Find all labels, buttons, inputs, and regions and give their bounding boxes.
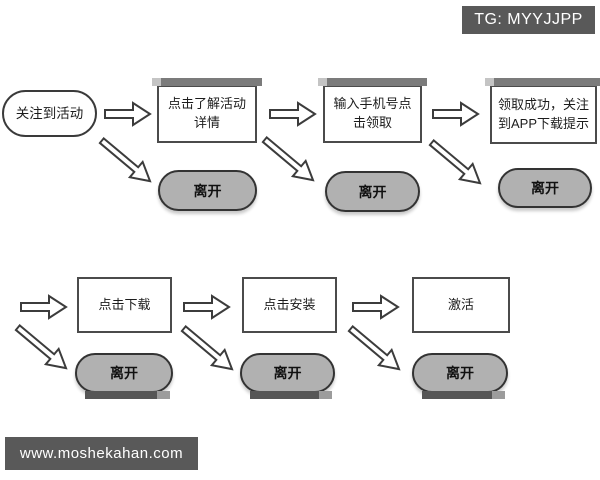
flow-node-label: 领取成功，关注到APP下载提示 <box>497 96 589 131</box>
flow-node-leave: 离开 <box>75 353 173 399</box>
arrow-right-icon <box>352 294 400 320</box>
flow-node-label: 离开 <box>110 365 138 381</box>
pill-shadow-bar <box>85 391 170 399</box>
flow-node-label: 输入手机号点击领取 <box>333 96 412 130</box>
arrow-diagonal-icon <box>9 317 76 379</box>
flow-node-label: 离开 <box>273 365 302 381</box>
flow-node-step5: 点击安装 <box>242 277 337 333</box>
arrow-right-icon <box>20 294 68 320</box>
pill-shadow-bar <box>250 391 332 399</box>
arrow-right-icon <box>183 294 231 320</box>
arrow-diagonal-icon <box>256 129 323 191</box>
flow-node-leave: 离开 <box>240 353 335 399</box>
flow-node-leave: 离开 <box>498 168 592 208</box>
flow-node-step2: 输入手机号点击领取 <box>318 78 427 143</box>
arrow-right-icon <box>432 101 480 127</box>
flow-node-leave: 离开 <box>158 170 257 211</box>
flow-node-step6: 激活 <box>412 277 510 333</box>
pill-shadow-bar <box>422 391 505 399</box>
arrow-diagonal-icon <box>175 318 242 380</box>
flow-node-label: 离开 <box>446 365 474 381</box>
flow-node-step1: 点击了解活动详情 <box>152 78 262 143</box>
flow-node-leave: 离开 <box>412 353 508 399</box>
watermark-url: www.moshekahan.com <box>5 437 198 470</box>
telegram-badge: TG: MYYJJPP <box>462 6 595 34</box>
flow-node-start: 关注到活动 <box>2 90 97 137</box>
arrow-diagonal-icon <box>93 130 160 192</box>
node-shadow-bar <box>318 78 427 86</box>
node-shadow-bar <box>485 78 600 86</box>
arrow-right-icon <box>104 101 152 127</box>
flow-node-label: 点击下载 <box>98 296 151 312</box>
flow-node-step3: 领取成功，关注到APP下载提示 <box>485 78 600 144</box>
flow-node-label: 点击安装 <box>263 296 316 312</box>
arrow-right-icon <box>269 101 317 127</box>
arrow-diagonal-icon <box>423 132 490 194</box>
flow-node-label: 激活 <box>447 296 474 312</box>
flow-node-label: 点击了解活动详情 <box>167 96 246 130</box>
arrow-diagonal-icon <box>342 318 409 380</box>
node-shadow-bar <box>152 78 262 86</box>
flow-node-step4: 点击下载 <box>77 277 172 333</box>
flow-node-leave: 离开 <box>325 171 420 212</box>
